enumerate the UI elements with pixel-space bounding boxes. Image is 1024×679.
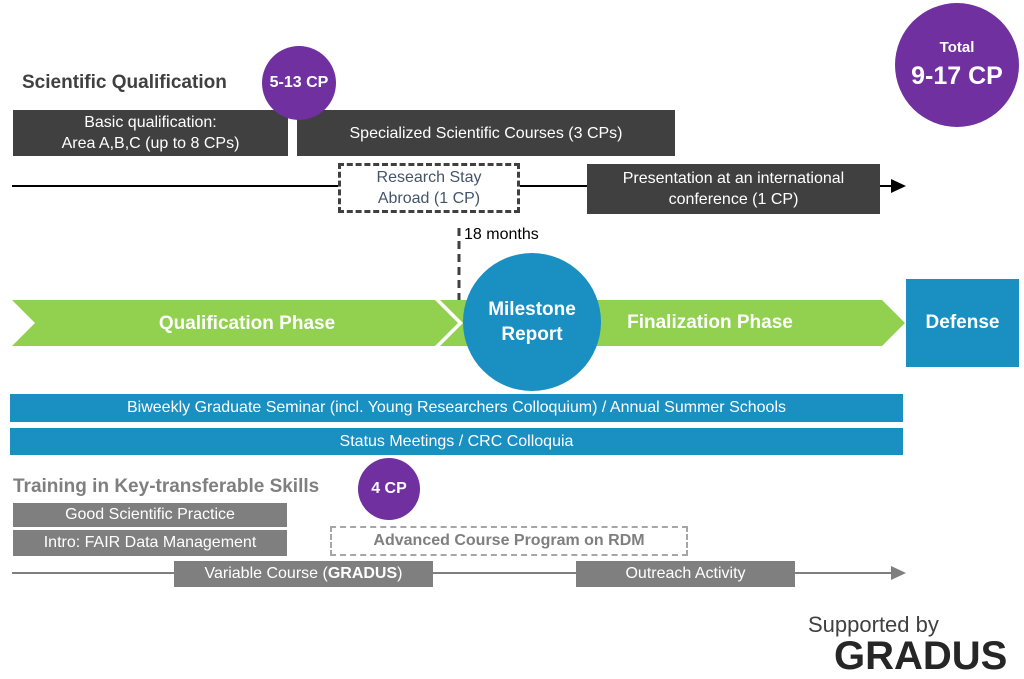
gradus-logo: GRADUS [834, 634, 1008, 678]
basic-qualification-box: Basic qualification: Area A,B,C (up to 8… [13, 110, 288, 156]
training-cp-badge: 4 CP [358, 458, 420, 520]
timeline-arrowhead [891, 179, 906, 193]
training-arrowhead [891, 566, 906, 580]
variable-course-gradus: GRADUS [327, 565, 398, 582]
advanced-rdm-box: Advanced Course Program on RDM [330, 526, 688, 556]
total-value: 9-17 CP [911, 62, 1003, 90]
variable-course-suffix: ) [397, 565, 403, 582]
training-title: Training in Key-transferable Skills [13, 476, 320, 497]
supported-by-label: Supported by [808, 612, 939, 637]
presentation-box: Presentation at an international confere… [587, 164, 880, 214]
good-scientific-practice-box: Good Scientific Practice [13, 503, 287, 527]
defense-box: Defense [906, 279, 1019, 367]
months-label: 18 months [464, 226, 539, 243]
variable-course-prefix: Variable Course ( [204, 565, 328, 582]
qualification-phase-chevron [12, 300, 458, 346]
milestone-report-circle: Milestone Report [463, 253, 601, 391]
fair-data-box: Intro: FAIR Data Management [13, 530, 287, 556]
finalization-phase-label: Finalization Phase [627, 312, 793, 333]
scientific-cp-badge: 5-13 CP [262, 46, 336, 120]
qualification-phase-label: Qualification Phase [158, 313, 336, 334]
total-cp-badge: Total 9-17 CP [895, 3, 1019, 127]
status-meetings-bar: Status Meetings / CRC Colloquia [10, 428, 903, 455]
outreach-activity-box: Outreach Activity [576, 561, 795, 587]
total-label: Total [939, 39, 975, 56]
specialized-courses-box: Specialized Scientific Courses (3 CPs) [297, 110, 675, 156]
variable-course-box: Variable Course (GRADUS) [174, 561, 433, 587]
seminar-bar: Biweekly Graduate Seminar (incl. Young R… [10, 394, 903, 422]
scientific-qualification-title: Scientific Qualification [22, 72, 227, 93]
research-stay-box: Research Stay Abroad (1 CP) [338, 163, 520, 213]
